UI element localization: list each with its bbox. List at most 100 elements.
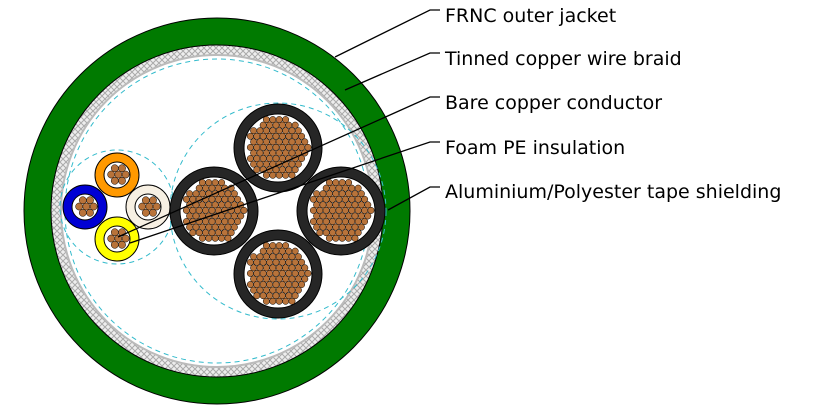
label-braid: Tinned copper wire braid xyxy=(445,48,682,70)
big-conductor-2-strand xyxy=(234,218,242,225)
big-conductor-4-strand xyxy=(298,281,306,288)
big-conductor-3-strand xyxy=(319,223,327,231)
big-conductor-2-strand xyxy=(224,201,232,209)
big-conductor-3-strand xyxy=(332,223,340,231)
big-conductor-4-strand xyxy=(269,264,277,272)
big-conductor-4-strand xyxy=(262,286,270,294)
small-conductor-2-strand xyxy=(145,202,154,211)
big-conductor-4-strand xyxy=(272,269,280,277)
big-conductor-1-strand xyxy=(278,155,286,162)
big-conductor-4-strand xyxy=(269,297,277,305)
big-conductor-1-strand xyxy=(294,127,302,135)
big-conductor-4-strand xyxy=(262,253,270,261)
big-conductor-4-strand xyxy=(269,253,277,261)
big-conductor-3-strand xyxy=(309,218,317,225)
big-conductor-4-strand xyxy=(266,247,274,255)
big-conductor-4-strand xyxy=(288,275,296,283)
label-insulation: Foam PE insulation xyxy=(445,137,626,159)
big-conductor-4-strand xyxy=(282,253,290,261)
big-conductor-1-strand xyxy=(285,143,293,151)
big-conductor-4-strand xyxy=(266,269,274,277)
big-conductor-3-strand xyxy=(351,234,359,242)
big-conductor-3-strand xyxy=(357,223,365,231)
big-conductor-1-strand xyxy=(266,132,274,140)
big-conductor-4-strand xyxy=(282,264,290,272)
big-conductor-1-strand xyxy=(304,143,312,151)
big-conductor-1-strand xyxy=(266,155,274,162)
big-conductor-2-strand xyxy=(202,218,210,225)
big-conductor-2-strand xyxy=(198,179,206,187)
small-conductor-3-strand xyxy=(107,234,116,243)
big-conductor-4-strand xyxy=(246,281,254,288)
big-conductor-1-strand xyxy=(250,138,258,146)
big-conductor-3-strand xyxy=(345,223,353,231)
big-conductor-3-strand xyxy=(351,201,359,209)
big-conductor-1-strand xyxy=(275,138,283,146)
big-conductor-4-strand xyxy=(275,286,283,294)
big-conductor-3-strand xyxy=(341,184,349,192)
big-conductor-4-strand xyxy=(282,275,290,283)
big-conductor-4-strand xyxy=(262,297,270,305)
small-conductor-4-strand xyxy=(78,208,87,217)
big-conductor-1-strand xyxy=(259,143,267,151)
big-conductor-3-strand xyxy=(338,234,346,242)
big-conductor-1-strand xyxy=(253,155,261,162)
big-conductor-4-strand xyxy=(266,292,274,300)
big-conductor-3-strand xyxy=(348,206,356,214)
big-conductor-3-strand xyxy=(361,195,369,203)
big-conductor-2-strand xyxy=(230,223,238,231)
big-conductor-3-strand xyxy=(354,229,362,237)
big-conductor-2-strand xyxy=(218,223,226,231)
big-conductor-3-strand xyxy=(329,206,337,214)
big-conductor-1-strand xyxy=(288,160,296,168)
small-conductor-1-strand xyxy=(107,170,116,179)
big-conductor-1-strand xyxy=(246,155,254,162)
big-conductor-3-strand xyxy=(325,201,333,209)
big-conductor-1-strand xyxy=(256,160,264,168)
big-conductor-1-strand xyxy=(250,149,258,157)
big-conductor-2-strand xyxy=(227,229,235,237)
big-conductor-4-strand xyxy=(285,247,293,255)
big-conductor-4-strand xyxy=(278,292,286,300)
leader-line-tape xyxy=(387,186,440,211)
big-conductor-4-strand xyxy=(253,258,261,266)
big-conductor-2-strand xyxy=(214,218,222,225)
big-conductor-3-strand xyxy=(313,190,321,198)
big-conductor-1-strand xyxy=(288,127,296,135)
big-conductor-3-strand xyxy=(332,201,340,209)
big-conductor-1-strand xyxy=(282,138,290,146)
big-conductor-4-strand xyxy=(266,258,274,266)
big-conductor-3-strand xyxy=(329,229,337,237)
big-conductor-2-strand xyxy=(240,206,248,214)
big-conductor-2-strand xyxy=(182,195,190,203)
big-conductor-2-strand xyxy=(198,201,206,209)
big-conductor-3-strand xyxy=(329,184,337,192)
big-conductor-3-strand xyxy=(357,212,365,220)
big-conductor-2-strand xyxy=(192,223,200,231)
big-conductor-1-strand xyxy=(282,171,290,179)
big-conductor-3-strand xyxy=(338,212,346,220)
big-conductor-2-strand xyxy=(237,212,245,220)
big-conductor-4-strand xyxy=(269,242,277,250)
big-conductor-2-strand xyxy=(227,195,235,203)
big-conductor-3-strand xyxy=(316,206,324,214)
big-conductor-2-strand xyxy=(224,190,232,198)
big-conductor-2-strand xyxy=(208,206,216,214)
big-conductor-4-strand xyxy=(278,258,286,266)
big-conductor-3-strand xyxy=(329,218,337,225)
big-conductor-4-strand xyxy=(253,281,261,288)
big-conductor-3-strand xyxy=(351,212,359,220)
big-conductor-4-strand xyxy=(253,269,261,277)
big-conductor-3-strand xyxy=(325,212,333,220)
big-conductor-4-strand xyxy=(304,269,312,277)
big-conductor-3-strand xyxy=(354,195,362,203)
big-conductor-4-strand xyxy=(256,264,264,272)
big-conductor-3-strand xyxy=(341,218,349,225)
big-conductor-2-strand xyxy=(224,234,232,242)
big-conductor-3-strand xyxy=(357,190,365,198)
big-conductor-3-strand xyxy=(322,218,330,225)
big-conductor-1-strand xyxy=(282,116,290,124)
big-conductor-4-strand xyxy=(269,275,277,283)
big-conductor-2-strand xyxy=(189,229,197,237)
